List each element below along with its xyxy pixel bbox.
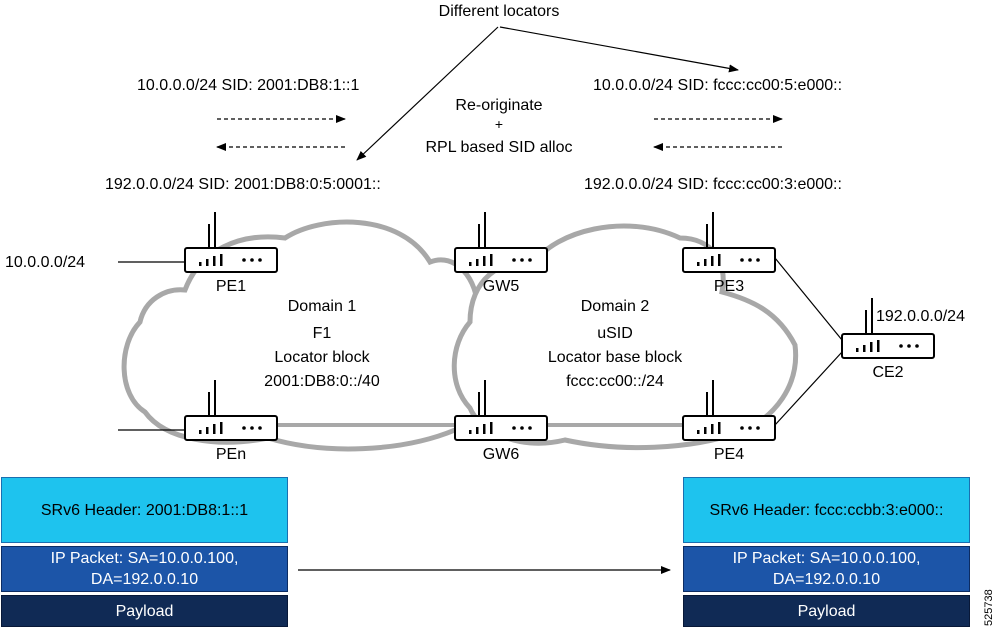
domain2-name: Domain 2 <box>581 298 650 315</box>
router-pen-label: PEn <box>216 446 246 463</box>
left-srv6-header: SRv6 Header: 2001:DB8:1::1 <box>1 477 288 543</box>
reoriginate-line2: + <box>495 116 503 132</box>
left-route-bottom: 192.0.0.0/24 SID: 2001:DB8:0:5:0001:: <box>105 176 381 193</box>
router-ce2[interactable] <box>841 297 935 359</box>
arrow-to-left-sid <box>356 26 499 161</box>
reoriginate-line3: RPL based SID alloc <box>425 139 572 156</box>
left-ip-packet-line2: DA=192.0.0.10 <box>90 571 199 588</box>
prefix-left: 10.0.0.0/24 <box>5 254 85 271</box>
router-pe4-label: PE4 <box>714 446 744 463</box>
right-route-top: 10.0.0.0/24 SID: fccc:cc00:5:e000:: <box>593 77 842 94</box>
router-gw6-label: GW6 <box>483 446 520 463</box>
figure-id: 525738 <box>983 589 995 626</box>
arrow-to-right-sid <box>499 26 739 73</box>
left-ip-packet: IP Packet: SA=10.0.0.100, DA=192.0.0.10 <box>1 546 288 592</box>
right-ip-packet-line1: IP Packet: SA=10.0.0.100, <box>732 550 921 567</box>
right-ip-packet: IP Packet: SA=10.0.0.100, DA=192.0.0.10 <box>683 546 970 592</box>
left-ip-packet-line1: IP Packet: SA=10.0.0.100, <box>50 550 239 567</box>
left-payload: Payload <box>1 595 288 627</box>
right-ip-packet-line2: DA=192.0.0.10 <box>772 571 881 588</box>
right-payload: Payload <box>683 595 970 627</box>
domain2-locator-label: Locator base block <box>548 349 683 366</box>
domain1-cloud <box>121 219 497 452</box>
link-pe3-ce2 <box>774 257 843 341</box>
prefix-right: 192.0.0.0/24 <box>876 308 965 325</box>
router-pe3-label: PE3 <box>714 278 744 295</box>
different-locators-label: Different locators <box>439 3 560 20</box>
domain1-name: Domain 1 <box>288 298 357 315</box>
router-gw5[interactable] <box>454 211 548 273</box>
right-route-bottom: 192.0.0.0/24 SID: fccc:cc00:3:e000:: <box>584 176 842 193</box>
domain1-locator-block: 2001:DB8:0::/40 <box>264 373 380 390</box>
domain2-type: uSID <box>597 325 633 342</box>
domain1-locator-label: Locator block <box>274 349 370 366</box>
domain2-locator-block: fccc:cc00::/24 <box>566 373 664 390</box>
right-srv6-header: SRv6 Header: fccc:ccbb:3:e000:: <box>683 477 970 543</box>
reoriginate-line1: Re-originate <box>455 97 542 114</box>
link-pe4-ce2 <box>774 351 843 426</box>
router-ce2-label: CE2 <box>872 364 903 381</box>
domain1-type: F1 <box>313 325 332 342</box>
router-pe1-label: PE1 <box>216 278 246 295</box>
left-route-top: 10.0.0.0/24 SID: 2001:DB8:1::1 <box>137 77 359 94</box>
router-gw5-label: GW5 <box>483 278 520 295</box>
